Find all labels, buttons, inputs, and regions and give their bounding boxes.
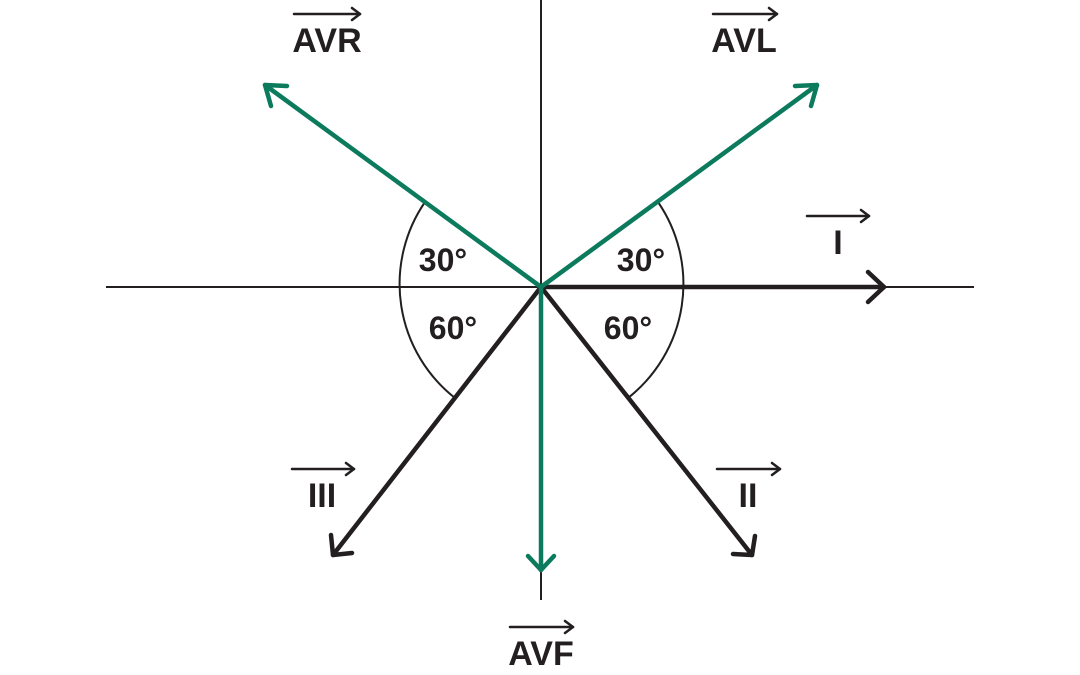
lead-avf-vector	[525, 284, 557, 573]
angle-label-upper-left: 30°	[419, 242, 467, 278]
left-angle-arc	[398, 201, 456, 399]
angle-label-lower-left: 60°	[429, 310, 477, 346]
angle-label-upper-right: 30°	[617, 242, 665, 278]
right-angle-arc	[627, 201, 685, 399]
label-avl: AVL	[711, 6, 779, 60]
lead-avr-vector	[262, 82, 544, 290]
label-i: I	[805, 208, 871, 262]
label-avf: AVF	[508, 619, 575, 673]
lead-i-vector	[538, 269, 887, 305]
i-label-text: I	[833, 224, 842, 262]
lead-ii-vector	[538, 284, 758, 558]
lead-iii-vector	[328, 284, 544, 558]
label-iii: III	[290, 461, 356, 515]
label-ii: II	[715, 461, 782, 515]
iii-label-text: III	[308, 477, 336, 515]
angle-label-lower-right: 60°	[604, 310, 652, 346]
label-avr: AVR	[292, 6, 362, 60]
ii-label-text: II	[739, 477, 758, 515]
avr-label-text: AVR	[292, 22, 361, 60]
avf-label-text: AVF	[508, 635, 573, 673]
avl-label-text: AVL	[711, 22, 776, 60]
lead-avl-vector	[538, 82, 820, 290]
